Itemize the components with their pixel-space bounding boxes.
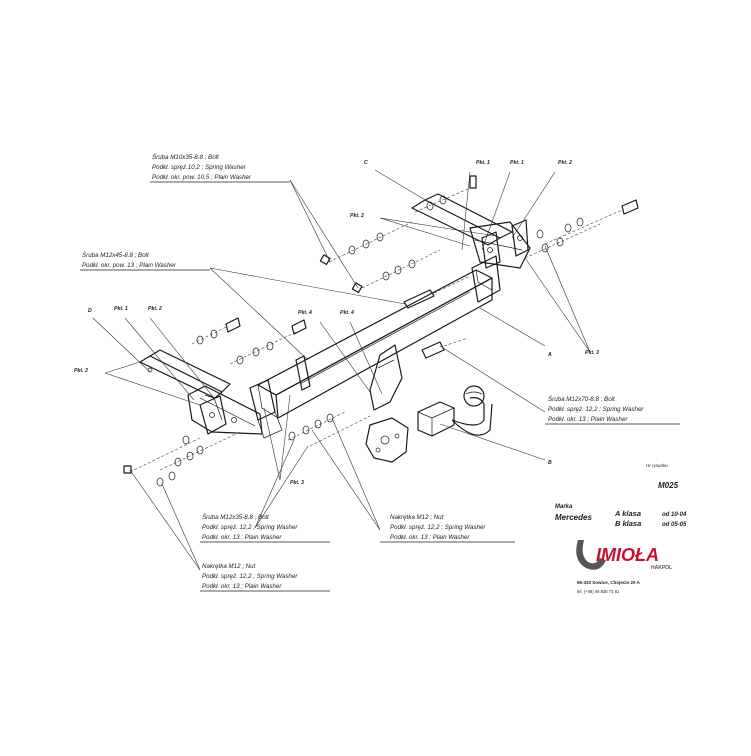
tag-pkt2-far-left: Pkt. 2 bbox=[74, 368, 88, 374]
center-hook-holder bbox=[365, 344, 409, 463]
label-center-nut: Nakrętka M12 ; Nut Podkł. spręż. 12,2 ; … bbox=[380, 514, 515, 543]
tag-pkt1-top-a: Pkt. 1 bbox=[476, 160, 490, 166]
tag-pkt1-left: Pkt. 1 bbox=[114, 306, 128, 312]
tag-a: A bbox=[547, 352, 552, 358]
label-lower-bolt: Śruba M12x35-8.8 ; Bolt Podkł. spręż. 12… bbox=[200, 514, 330, 543]
label-upper-bolt: Śruba M10x35-8.8 ; Bolt Podkł. spręż.10,… bbox=[150, 154, 290, 183]
center-nut-line-1: Nakrętka M12 ; Nut bbox=[390, 514, 444, 521]
label-lower-nut: Nakrętka M12 ; Nut Podkł. spręż. 12,2 ; … bbox=[200, 563, 330, 592]
tag-pkt4-b: Pkt. 4 bbox=[340, 310, 354, 316]
right-bolt-line-1: Śruba M12x70-8.8 ; Bolt bbox=[548, 396, 615, 403]
point-tags: C D A B Pkt. 1 Pkt. 1 Pkt. 2 Pkt. 2 Pkt.… bbox=[74, 160, 599, 486]
lower-bolt-line-3: Podkł. okr. 13 ; Plain Washer bbox=[202, 534, 282, 541]
tag-pkt3-bottom: Pkt. 3 bbox=[290, 480, 304, 486]
brand-label: Marka bbox=[555, 504, 573, 510]
tag-b: B bbox=[548, 460, 552, 466]
right-bracket-assembly bbox=[411, 193, 531, 269]
label-middle-bolt: Śruba M12x45-8.8 ; Bolt Podkł. okr. pow.… bbox=[80, 252, 210, 271]
tag-pkt1-top-b: Pkt. 1 bbox=[510, 160, 524, 166]
right-bolt-line-3: Podkł. okr. 13 ; Plain Washer bbox=[548, 416, 628, 423]
left-bracket-assembly bbox=[139, 349, 263, 435]
imiola-logo: IMIOŁA HAKPOL bbox=[576, 540, 672, 571]
upper-bolt-line-2: Podkł. spręż.10,2 ; Spring Washer bbox=[152, 164, 247, 171]
tag-pkt2-top: Pkt. 2 bbox=[558, 160, 572, 166]
address: 96-333 Sowice, Chojecin 20 A bbox=[577, 580, 641, 585]
tag-pkt2-left: Pkt. 2 bbox=[148, 306, 162, 312]
tag-d: D bbox=[88, 308, 92, 314]
lower-bolt-line-1: Śruba M12x35-8.8 ; Bolt bbox=[202, 514, 269, 521]
middle-bolt-line-1: Śruba M12x45-8.8 ; Bolt bbox=[82, 252, 149, 259]
upper-bolt-line-1: Śruba M10x35-8.8 ; Bolt bbox=[152, 154, 219, 161]
tag-pkt3-right: Pkt. 3 bbox=[585, 350, 599, 356]
phone: tel. (+48) 46 835 73 81 bbox=[577, 589, 620, 594]
right-bolt-line-2: Podkł. spręż. 12,2 ; Spring Washer bbox=[548, 406, 644, 413]
lower-nut-line-2: Podkł. spręż. 12,2 ; Spring Washer bbox=[202, 573, 298, 580]
right-end-plate bbox=[471, 255, 501, 303]
lower-nut-line-1: Nakrętka M12 ; Nut bbox=[202, 563, 256, 570]
logo-subtext: HAKPOL bbox=[651, 565, 672, 571]
lower-bolt-line-2: Podkł. spręż. 12,2 ; Spring Washer bbox=[202, 524, 298, 531]
towball bbox=[417, 385, 493, 437]
date-b: od 05-05 bbox=[662, 522, 687, 528]
leader-lines bbox=[92, 169, 591, 571]
middle-bolt-line-2: Podkł. okr. pow. 13 ; Plain Washer bbox=[82, 262, 177, 269]
tag-c: C bbox=[364, 160, 368, 166]
label-right-bolt: Śruba M12x70-8.8 ; Bolt Podkł. spręż. 12… bbox=[545, 396, 680, 425]
center-nut-line-2: Podkł. spręż. 12,2 ; Spring Washer bbox=[390, 524, 486, 531]
tag-pkt4-a: Pkt. 4 bbox=[298, 310, 312, 316]
lower-nut-line-3: Podkł. okr. 13 ; Plain Washer bbox=[202, 583, 282, 590]
fasteners bbox=[123, 175, 639, 487]
upper-bolt-line-3: Podkł. okr. pow. 10,5 ; Plain Washer bbox=[152, 174, 252, 181]
date-a: od 10-04 bbox=[662, 512, 687, 518]
tag-pkt2-mid: Pkt. 2 bbox=[350, 213, 364, 219]
model-a: A klasa bbox=[614, 509, 641, 518]
main-crossbar bbox=[257, 269, 493, 419]
model-b: B klasa bbox=[615, 519, 641, 528]
title-block: Hr rysunku M025 Marka Mercedes A klasa o… bbox=[555, 463, 687, 594]
drawing-number-label: Hr rysunku bbox=[646, 463, 668, 468]
make: Mercedes bbox=[555, 513, 592, 522]
logo-text: IMIOŁA bbox=[596, 545, 659, 565]
center-nut-line-3: Podkł. okr. 13 ; Plain Washer bbox=[390, 534, 470, 541]
model-code: M025 bbox=[658, 481, 679, 490]
